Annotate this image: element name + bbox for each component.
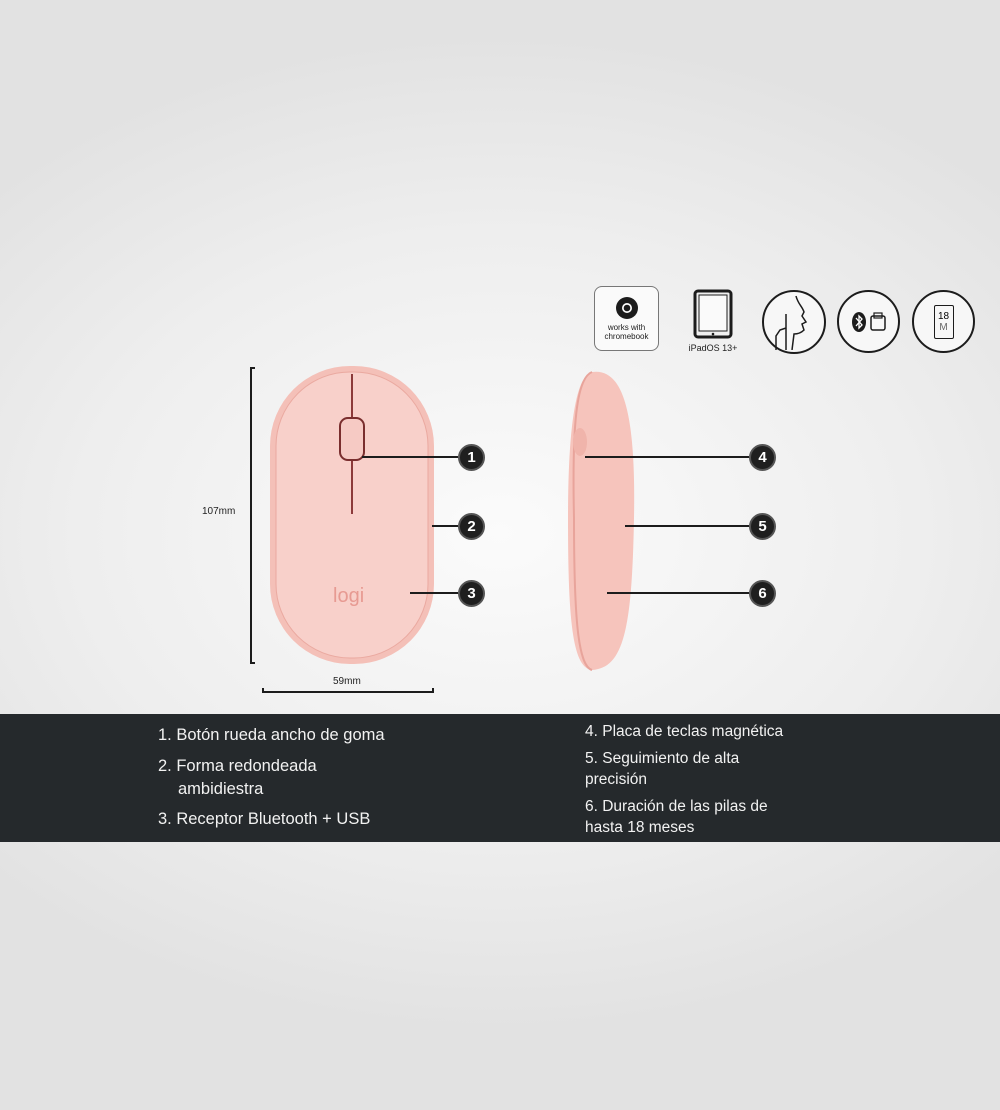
feature-3: 3. Receptor Bluetooth + USB (158, 810, 371, 828)
mouse-top-view (270, 366, 434, 664)
width-dimension-line (262, 688, 434, 693)
callout-2: 2 (458, 513, 485, 540)
callout-3: 3 (458, 580, 485, 607)
callout-5: 5 (749, 513, 776, 540)
logi-logo: logi (333, 585, 365, 607)
battery-icon: 18 M (933, 304, 954, 339)
battery-badge: 18 M (912, 290, 975, 353)
width-label: 59mm (333, 676, 361, 687)
callout-line-3 (410, 592, 458, 594)
feature-2: 2. Forma redondeada (158, 757, 317, 775)
callout-line-4 (585, 456, 749, 458)
height-dimension-line (250, 367, 255, 664)
callout-line-5 (625, 525, 749, 527)
feature-6-cont: hasta 18 meses (585, 819, 695, 836)
bluetooth-receiver-icon (851, 311, 886, 332)
silent-face-icon (775, 295, 808, 350)
feature-4: 4. Placa de teclas magnética (585, 723, 784, 740)
chromebook-badge: works with chromebook (594, 286, 659, 351)
feature-6: 6. Duración de las pilas de (585, 798, 768, 815)
feature-1: 1. Botón rueda ancho de goma (158, 726, 385, 744)
chrome-icon (615, 297, 638, 319)
height-label: 107mm (202, 506, 236, 517)
callout-line-1 (362, 456, 458, 458)
ipados-label: iPadOS 13+ (688, 343, 738, 353)
battery-months: 18 (937, 310, 950, 322)
callout-4: 4 (749, 444, 776, 471)
callout-line-2 (432, 525, 458, 527)
battery-unit: M (939, 321, 948, 333)
bluetooth-usb-badge (837, 290, 900, 353)
feature-5: 5. Seguimiento de alta (585, 750, 740, 767)
features-band (0, 714, 1000, 842)
silent-click-badge (762, 290, 826, 354)
mouse-side-view (568, 371, 635, 671)
callout-1: 1 (458, 444, 485, 471)
callout-line-6 (607, 592, 749, 594)
callout-6: 6 (749, 580, 776, 607)
feature-5-cont: precisión (585, 771, 648, 788)
tablet-icon (693, 289, 733, 339)
feature-2-cont: ambidiestra (178, 780, 264, 798)
chromebook-label: works with chromebook (604, 323, 649, 341)
ipad-badge: iPadOS 13+ (682, 286, 744, 356)
